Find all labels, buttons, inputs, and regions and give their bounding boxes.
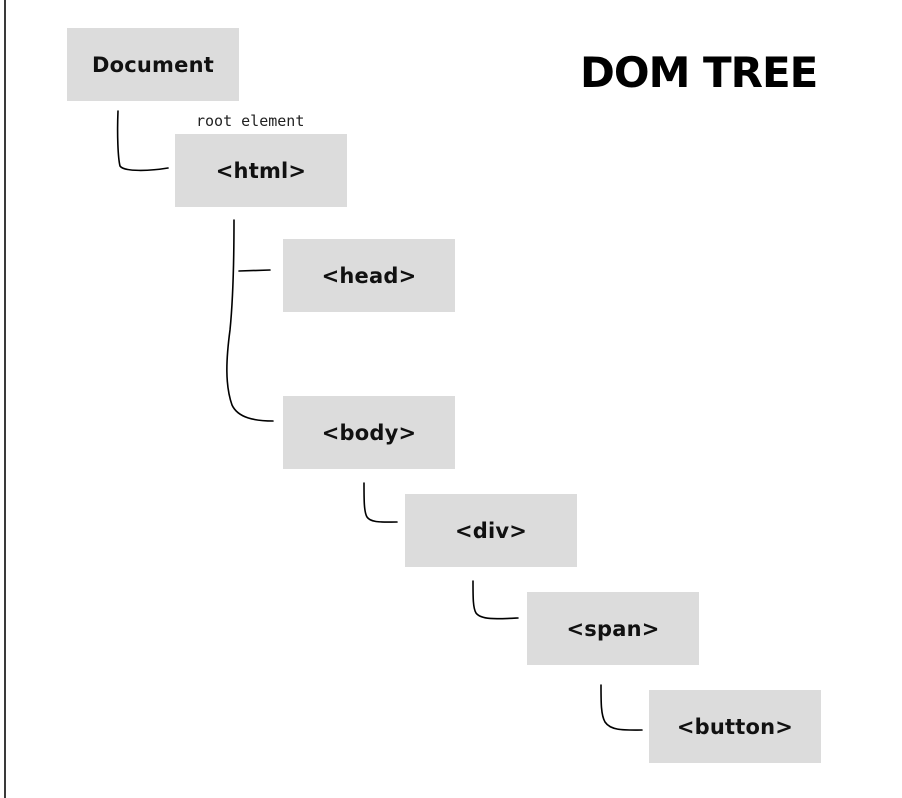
node-button: <button> [649, 690, 821, 763]
connector-html-head [238, 269, 271, 272]
frame-border [4, 0, 6, 798]
node-span: <span> [527, 592, 699, 665]
node-body: <body> [283, 396, 455, 469]
node-head: <head> [283, 239, 455, 312]
diagram-title: DOM TREE [580, 48, 818, 97]
node-document: Document [67, 28, 239, 101]
node-div: <div> [405, 494, 577, 567]
node-html: <html> [175, 134, 347, 207]
connector-document-html [116, 110, 169, 172]
root-element-annotation: root element [196, 112, 305, 130]
connector-span-button [600, 684, 643, 731]
connector-html-body [226, 219, 274, 422]
connector-div-span [472, 580, 519, 620]
connector-body-div [363, 482, 398, 523]
